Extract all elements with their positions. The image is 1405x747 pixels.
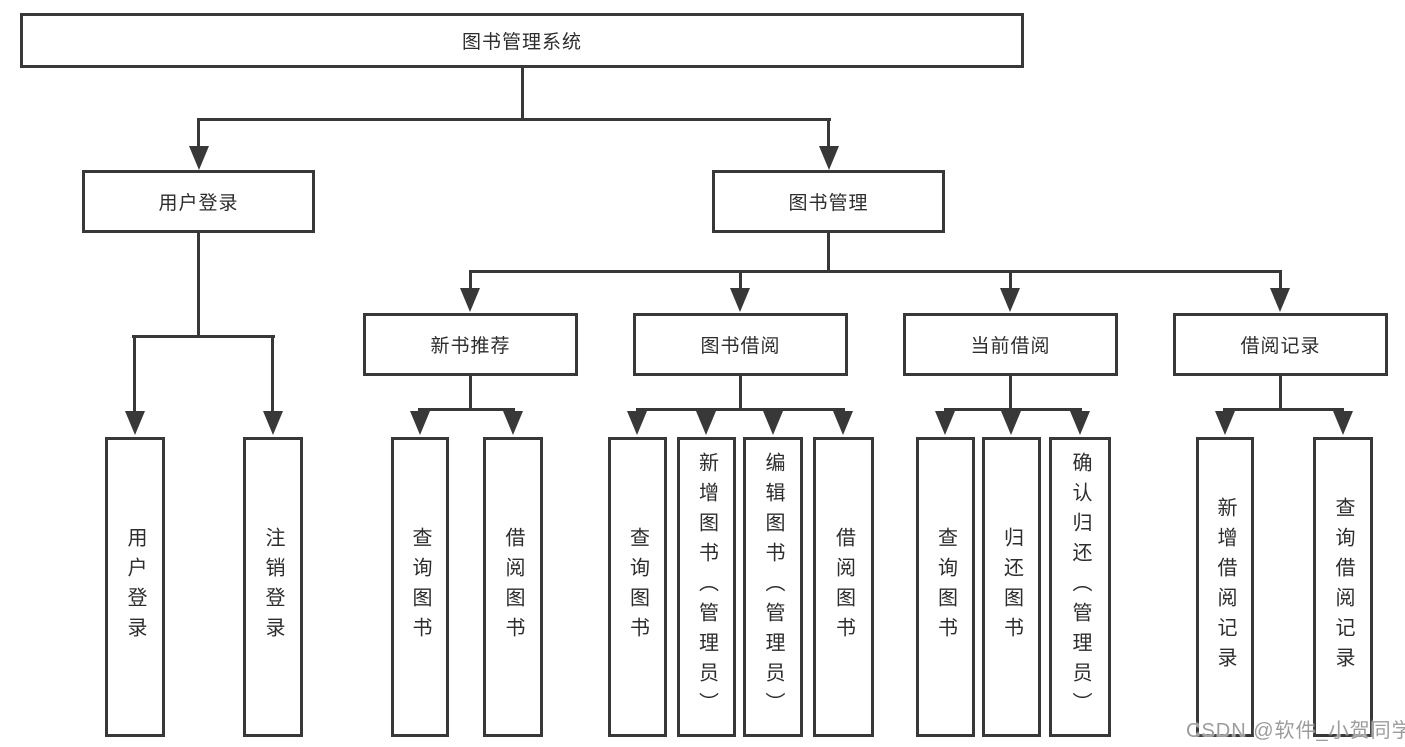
arrow-down-icon <box>833 411 853 435</box>
leaf-add-borrow-record: 新增借阅记录 <box>1196 437 1254 737</box>
connector-line <box>739 270 742 290</box>
arrow-down-icon <box>410 411 430 435</box>
connector-line <box>469 270 1282 273</box>
watermark: CSDN @软件_小贺同学 <box>1186 720 1405 742</box>
connector-line <box>944 408 1082 411</box>
leaf-borrow-books-recommend: 借阅图书 <box>483 437 543 737</box>
arrow-down-icon <box>189 146 209 170</box>
connector-line <box>197 118 831 121</box>
connector-line <box>132 335 275 338</box>
connector-line <box>636 408 845 411</box>
connector-line <box>1279 270 1282 290</box>
node-new-book-recommendation: 新书推荐 <box>363 313 578 376</box>
connector-line <box>197 233 200 335</box>
arrow-down-icon <box>819 146 839 170</box>
leaf-query-books-borrowing: 查询图书 <box>608 437 667 737</box>
arrow-down-icon <box>1215 411 1235 435</box>
arrow-down-icon <box>696 411 716 435</box>
leaf-add-books-admin: 新增图书（管理员） <box>677 437 736 737</box>
arrow-down-icon <box>1270 288 1290 312</box>
connector-line <box>1279 376 1282 408</box>
leaf-return-books: 归还图书 <box>982 437 1041 737</box>
arrow-down-icon <box>730 288 750 312</box>
arrow-down-icon <box>935 411 955 435</box>
arrow-down-icon <box>1070 411 1090 435</box>
leaf-query-books-current: 查询图书 <box>916 437 975 737</box>
connector-line <box>469 270 472 290</box>
leaf-query-books-recommend: 查询图书 <box>391 437 449 737</box>
connector-line <box>827 233 830 270</box>
node-book-borrowing: 图书借阅 <box>633 313 848 376</box>
connector-line <box>469 376 472 408</box>
connector-line <box>197 118 200 150</box>
connector-line <box>1009 270 1012 290</box>
node-borrowing-records: 借阅记录 <box>1173 313 1388 376</box>
arrow-down-icon <box>1001 411 1021 435</box>
connector-line <box>739 376 742 408</box>
connector-line <box>271 335 274 411</box>
node-current-borrowing: 当前借阅 <box>903 313 1118 376</box>
leaf-user-login: 用户登录 <box>105 437 165 737</box>
leaf-borrow-books-borrowing: 借阅图书 <box>813 437 874 737</box>
connector-line <box>418 408 515 411</box>
node-library-management-system: 图书管理系统 <box>20 13 1024 68</box>
arrow-down-icon <box>503 411 523 435</box>
arrow-down-icon <box>263 411 283 435</box>
leaf-logout: 注销登录 <box>243 437 303 737</box>
leaf-edit-books-admin: 编辑图书（管理员） <box>743 437 803 737</box>
connector-line <box>1009 376 1012 408</box>
leaf-query-borrow-record: 查询借阅记录 <box>1313 437 1373 737</box>
leaf-confirm-return-admin: 确认归还（管理员） <box>1049 437 1111 737</box>
connector-line <box>1223 408 1344 411</box>
arrow-down-icon <box>763 411 783 435</box>
arrow-down-icon <box>1333 411 1353 435</box>
arrow-down-icon <box>1000 288 1020 312</box>
arrow-down-icon <box>460 288 480 312</box>
connector-line <box>521 68 524 118</box>
arrow-down-icon <box>627 411 647 435</box>
connector-line <box>827 118 830 150</box>
connector-line <box>133 335 136 411</box>
node-user-login: 用户登录 <box>82 170 315 233</box>
node-book-management: 图书管理 <box>712 170 945 233</box>
arrow-down-icon <box>125 411 145 435</box>
